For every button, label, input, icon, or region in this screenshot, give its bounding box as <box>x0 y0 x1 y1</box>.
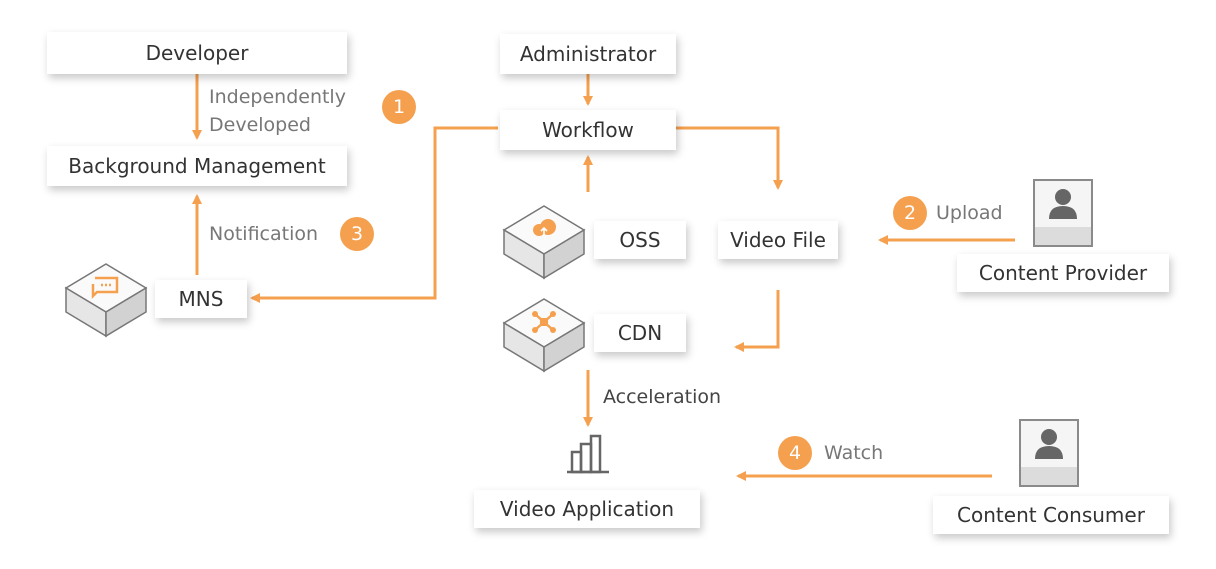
independently-label: Independently <box>209 86 346 108</box>
edge-oss-to-cdn <box>734 290 780 352</box>
workflow-node[interactable]: Workflow <box>500 110 676 150</box>
message-icon <box>91 276 119 300</box>
video-application-node[interactable]: Video Application <box>474 490 700 528</box>
mns-cube-icon <box>64 263 148 338</box>
upload-label: Upload <box>936 202 1003 224</box>
video-file-node[interactable]: Video File <box>718 221 838 259</box>
step-badge-1: 1 <box>382 90 416 124</box>
avatar-footer <box>1021 467 1077 485</box>
acceleration-label: Acceleration <box>603 386 722 408</box>
oss-node[interactable]: OSS <box>594 221 686 259</box>
developed-label: Developed <box>209 114 311 136</box>
step-badge-2: 2 <box>893 196 927 230</box>
bar-chart-icon <box>567 434 609 474</box>
step-badge-3: 3 <box>340 217 374 251</box>
content-consumer-node[interactable]: Content Consumer <box>933 496 1169 534</box>
oss-cube-icon <box>502 205 586 280</box>
administrator-node[interactable]: Administrator <box>500 34 676 74</box>
cdn-node[interactable]: CDN <box>594 314 686 352</box>
avatar-footer <box>1035 227 1091 245</box>
content-consumer-avatar <box>1019 419 1079 487</box>
background-management-node[interactable]: Background Management <box>47 146 347 186</box>
user-icon <box>1035 429 1063 459</box>
edge-workflow-to-videofile <box>676 126 783 190</box>
content-provider-node[interactable]: Content Provider <box>957 254 1169 292</box>
developer-node[interactable]: Developer <box>47 32 347 74</box>
network-node-icon <box>532 311 556 333</box>
step-badge-4: 4 <box>778 436 812 470</box>
cdn-cube-icon <box>502 298 586 373</box>
watch-label: Watch <box>824 442 884 464</box>
content-provider-avatar <box>1033 179 1093 247</box>
notification-label: Notification <box>209 223 319 245</box>
user-icon <box>1049 189 1077 219</box>
mns-node[interactable]: MNS <box>155 280 247 318</box>
edge-workflow-to-mns <box>250 126 498 303</box>
cloud-upload-icon <box>533 219 556 236</box>
